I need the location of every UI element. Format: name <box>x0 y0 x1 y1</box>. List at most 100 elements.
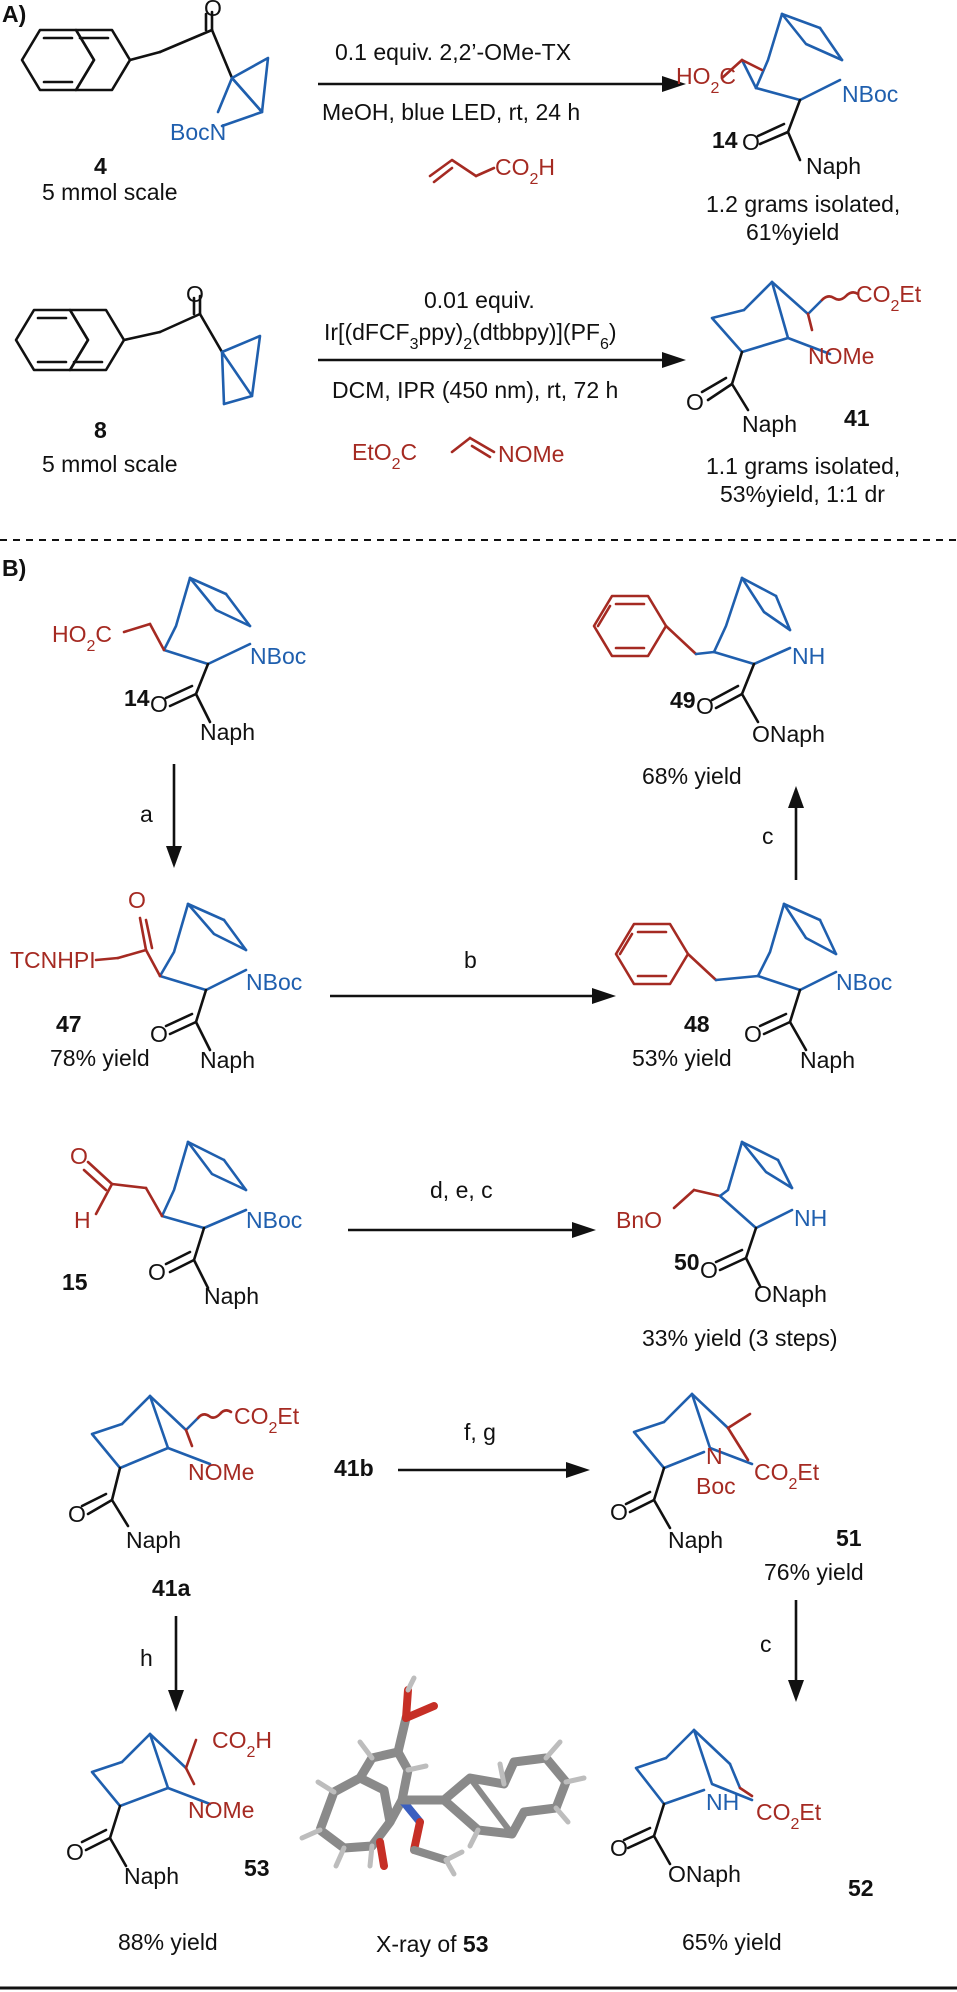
compound-label-51: 51 <box>836 1525 862 1551</box>
atom-o-50: O <box>700 1257 718 1283</box>
structure-14-b <box>122 576 252 724</box>
structure-47 <box>94 902 248 1052</box>
row2-result2: 53%yield, 1:1 dr <box>720 481 885 507</box>
row1-result1: 1.2 grams isolated, <box>706 191 900 217</box>
structure-8 <box>14 294 262 406</box>
compound-label-48: 48 <box>684 1011 710 1037</box>
step-label-h: h <box>140 1645 153 1671</box>
group-co2et-41: CO2Et <box>856 281 922 315</box>
acrylic-acid-reagent <box>428 158 496 184</box>
step-label-c1: c <box>762 823 774 849</box>
step-label-dec: d, e, c <box>430 1177 493 1203</box>
structure-41a <box>80 1394 233 1528</box>
group-naph-48: Naph <box>800 1047 855 1073</box>
group-co2et-41a: CO2Et <box>234 1403 300 1437</box>
structure-50 <box>672 1140 794 1288</box>
group-bno-50: BnO <box>616 1207 662 1233</box>
yield-51: 76% yield <box>764 1559 864 1585</box>
compound-label-14a: 14 <box>712 127 738 153</box>
row2-result1: 1.1 grams isolated, <box>706 453 900 479</box>
compound-label-53: 53 <box>244 1855 270 1881</box>
group-nome-41a: NOMe <box>188 1459 254 1485</box>
atom-o-47: O <box>150 1021 168 1047</box>
group-naph-15: Naph <box>204 1283 259 1309</box>
group-naph-53: Naph <box>124 1863 179 1889</box>
compound-label-4: 4 <box>94 153 107 179</box>
row1-result2: 61%yield <box>746 219 839 245</box>
xray-structure-53 <box>299 1675 587 1877</box>
group-ho2c-14a: HO2C <box>676 63 736 97</box>
yield-50: 33% yield (3 steps) <box>642 1325 838 1351</box>
compound-label-41a: 41a <box>152 1575 191 1601</box>
group-naph-41: Naph <box>742 411 797 437</box>
compound-label-14b: 14 <box>124 685 150 711</box>
acrylic-acid-co2h: CO2H <box>495 154 555 188</box>
compound-label-50: 50 <box>674 1249 700 1275</box>
structure-14-a <box>720 12 844 162</box>
structure-51 <box>624 1392 754 1530</box>
group-nome-41: NOMe <box>808 343 874 369</box>
group-bocn-4: BocN <box>170 119 226 145</box>
yield-47: 78% yield <box>50 1045 150 1071</box>
row2-cond3: DCM, IPR (450 nm), rt, 72 h <box>332 377 618 403</box>
panel-label-a: A) <box>2 1 26 27</box>
arrow-step-a-head <box>166 846 182 868</box>
group-nboc-47: NBoc <box>246 969 302 995</box>
row2-reagent-bonds <box>450 436 496 459</box>
group-tcnhpi-47: TCNHPI <box>10 947 96 973</box>
group-nh-50: NH <box>794 1205 827 1231</box>
group-naph-47: Naph <box>200 1047 255 1073</box>
compound-label-47: 47 <box>56 1011 82 1037</box>
structure-4 <box>20 10 270 128</box>
group-nboc-14a: NBoc <box>842 81 898 107</box>
structure-53 <box>80 1732 212 1868</box>
xray-caption: X-ray of 53 <box>376 1931 489 1957</box>
atom-o-14b: O <box>150 691 168 717</box>
step-label-fg: f, g <box>464 1419 496 1445</box>
arrow-row2-head <box>662 352 686 368</box>
group-nh-52: NH <box>706 1789 739 1815</box>
group-onaph-52: ONaph <box>668 1861 741 1887</box>
step-label-b: b <box>464 947 477 973</box>
group-naph-14b: Naph <box>200 719 255 745</box>
compound-label-41: 41 <box>844 405 870 431</box>
row1-cond1: 0.1 equiv. 2,2’-OMe-TX <box>335 39 571 65</box>
atom-o-48: O <box>744 1021 762 1047</box>
atom-o-15: O <box>148 1259 166 1285</box>
yield-52: 65% yield <box>682 1929 782 1955</box>
structure-52 <box>622 1728 754 1866</box>
group-naph-51: Naph <box>668 1527 723 1553</box>
group-nboc-15: NBoc <box>246 1207 302 1233</box>
row2-reagent-ester: EtO2C <box>352 439 417 473</box>
row2-reagent-nome: NOMe <box>498 441 564 467</box>
row1-cond2: MeOH, blue LED, rt, 24 h <box>322 99 580 125</box>
arrow-step-c-up-head <box>788 786 804 808</box>
group-nboc-14b: NBoc <box>250 643 306 669</box>
group-nboc-48: NBoc <box>836 969 892 995</box>
compound-label-49: 49 <box>670 687 696 713</box>
structure-15 <box>82 1140 248 1290</box>
yield-53: 88% yield <box>118 1929 218 1955</box>
atom-o: O <box>204 0 222 21</box>
arrow-row1-head <box>662 76 686 92</box>
group-naph-14a: Naph <box>806 153 861 179</box>
row2-cond2: Ir[(dFCF3ppy)2(dtbbpy)](PF6) <box>324 319 617 353</box>
structure-48 <box>614 902 838 1052</box>
row1-scale: 5 mmol scale <box>42 179 177 205</box>
group-co2et-51: CO2Et <box>754 1459 820 1493</box>
row2-scale: 5 mmol scale <box>42 451 177 477</box>
compound-label-41b: 41b <box>334 1455 374 1481</box>
atom-n-51: N <box>706 1443 723 1469</box>
yield-49: 68% yield <box>642 763 742 789</box>
atom-h-15: H <box>74 1207 91 1233</box>
compound-label-52: 52 <box>848 1875 874 1901</box>
compound-label-8: 8 <box>94 417 107 443</box>
yield-48: 53% yield <box>632 1045 732 1071</box>
atom-o-8: O <box>186 281 204 307</box>
compound-label-15: 15 <box>62 1269 88 1295</box>
step-label-a: a <box>140 801 153 827</box>
group-nome-53: NOMe <box>188 1797 254 1823</box>
row2-cond1: 0.01 equiv. <box>424 287 535 313</box>
group-co2et-52: CO2Et <box>756 1799 822 1833</box>
structure-49 <box>592 576 792 724</box>
